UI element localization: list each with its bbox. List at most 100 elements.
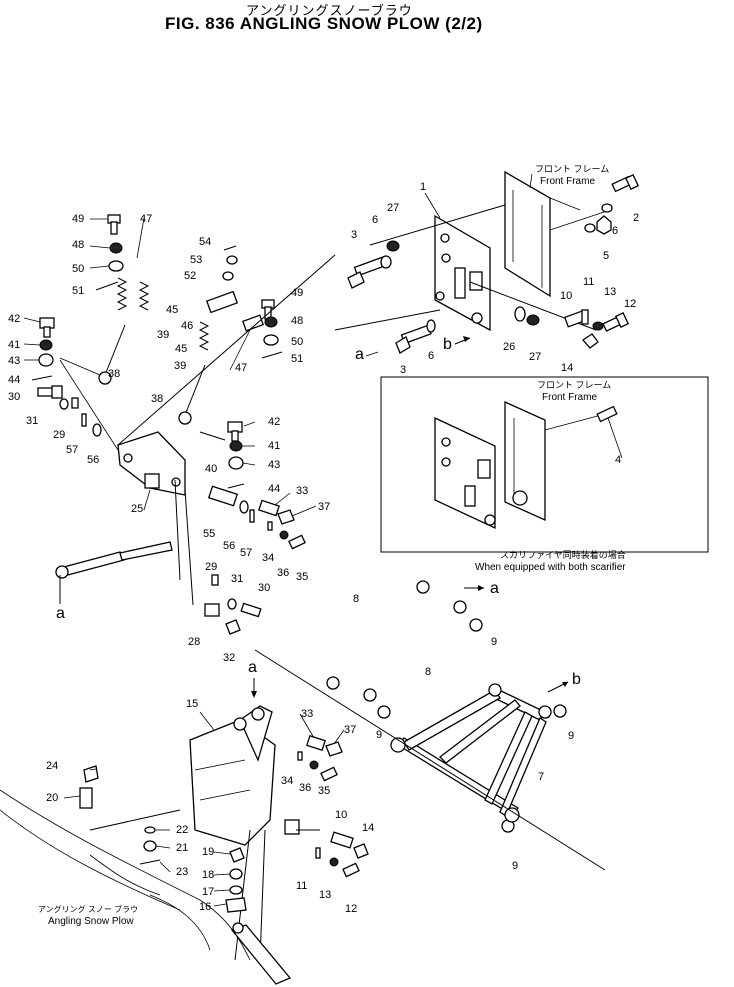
callout-14-top: 14 xyxy=(561,362,573,374)
pin-44-left xyxy=(31,375,53,381)
grease-37-lower xyxy=(325,741,343,757)
callout-51-right: 51 xyxy=(291,353,303,365)
long-rod-47-upper xyxy=(129,266,226,307)
bolt-2 xyxy=(611,174,640,193)
callout-45-upper: 45 xyxy=(166,304,178,316)
callout-3-top: 3 xyxy=(351,229,357,241)
nut-50-left xyxy=(108,260,124,272)
bracket-15 xyxy=(189,705,300,846)
callout-51-left: 51 xyxy=(72,285,84,297)
bolt-3-mid xyxy=(395,324,432,354)
front-frame-jp-label-inset: フロント フレーム xyxy=(537,380,611,390)
callout-35-lower: 35 xyxy=(318,785,330,797)
bolt-35-lower xyxy=(320,766,338,782)
nut-50-right xyxy=(263,334,279,346)
bolt-12-top xyxy=(602,312,630,332)
front-frame-label-inset: Front Frame xyxy=(542,392,597,403)
washer-31-lower xyxy=(227,598,237,610)
washer-31-left xyxy=(59,398,69,410)
callout-33-lower: 33 xyxy=(301,708,313,720)
callout-55: 55 xyxy=(203,528,215,540)
grease-32 xyxy=(225,619,241,635)
callout-1: 1 xyxy=(420,181,426,193)
pin-55 xyxy=(207,485,239,507)
plow-jp-label: アングリング スノー ブラウ xyxy=(38,904,138,914)
rod-38-right xyxy=(178,364,206,425)
callout-10-lower: 10 xyxy=(335,809,347,821)
callout-6-mid: 6 xyxy=(428,350,434,362)
callout-29-lower: 29 xyxy=(205,561,217,573)
callout-27-top: 27 xyxy=(387,202,399,214)
callout-6-right: 6 xyxy=(612,225,618,237)
callout-36-lower: 36 xyxy=(299,782,311,794)
callout-39-upper: 39 xyxy=(157,329,169,341)
callout-44-left: 44 xyxy=(8,374,20,386)
callout-41-left: 41 xyxy=(8,339,20,351)
figure-title: FIG. 836 ANGLING SNOW PLOW (2/2) xyxy=(165,14,483,33)
ref-a-top: a xyxy=(355,346,364,363)
pin-54 xyxy=(223,245,237,251)
washer-36-upper xyxy=(279,530,289,540)
pin-34-upper xyxy=(267,521,273,531)
nut-52 xyxy=(222,271,234,281)
washer-6-mid xyxy=(426,319,436,333)
plate-29-lower xyxy=(211,574,219,586)
callout-34-upper: 34 xyxy=(262,552,274,564)
cylinder-46 xyxy=(205,290,239,314)
callout-16: 16 xyxy=(199,901,211,913)
pin-11-top xyxy=(581,309,589,325)
callout-57-left: 57 xyxy=(66,444,78,456)
callout-43-right: 43 xyxy=(268,459,280,471)
ref-a-rod: a xyxy=(490,580,499,597)
callout-40: 40 xyxy=(205,463,217,475)
washer-27 xyxy=(526,314,540,326)
front-frame-plate xyxy=(504,170,611,298)
callout-35-upper: 35 xyxy=(296,571,308,583)
callout-38-left: 38 xyxy=(108,368,120,380)
callout-numbers: 1 2 3 3 4 5 6 6 6 7 8 8 9 9 9 9 10 10 11… xyxy=(8,181,639,915)
pin-10-lower xyxy=(330,831,354,849)
bolt-12-lower xyxy=(342,862,360,878)
washer-26 xyxy=(514,306,526,322)
nut-21 xyxy=(143,840,157,852)
callout-39-lower: 39 xyxy=(174,360,186,372)
callout-43-left: 43 xyxy=(8,355,20,367)
nut-43-right xyxy=(228,456,244,470)
callout-27-mid: 27 xyxy=(529,351,541,363)
callout-8-left: 8 xyxy=(353,593,359,605)
callout-18: 18 xyxy=(202,869,214,881)
callout-6-top: 6 xyxy=(372,214,378,226)
rod-8-left xyxy=(326,580,430,690)
inset-bolt-4 xyxy=(596,405,618,423)
fitting-19 xyxy=(229,847,245,863)
pin-33-lower xyxy=(306,734,326,752)
fitting-24 xyxy=(83,765,99,783)
bolt-42-right xyxy=(227,421,243,442)
grease-fitting-14-top xyxy=(582,333,599,349)
washer-56 xyxy=(239,500,249,514)
bracket-plate-1 xyxy=(434,214,491,332)
callout-17: 17 xyxy=(202,886,214,898)
washer-48-left xyxy=(109,242,123,254)
bolt-49-left xyxy=(107,214,121,235)
pin-28 xyxy=(204,603,220,617)
callout-49-left: 49 xyxy=(72,213,84,225)
nut-18 xyxy=(229,868,243,880)
pin-33-upper xyxy=(258,499,280,517)
callout-44-right: 44 xyxy=(268,483,280,495)
rod-8-right xyxy=(363,600,467,702)
callout-38-right: 38 xyxy=(151,393,163,405)
callout-56-left: 56 xyxy=(87,454,99,466)
a-frame-7 xyxy=(390,683,552,823)
callout-30-lower: 30 xyxy=(258,582,270,594)
callout-26: 26 xyxy=(503,341,515,353)
nut-5 xyxy=(596,215,612,235)
callout-33-upper: 33 xyxy=(296,485,308,497)
washer-36-lower xyxy=(309,760,319,770)
front-frame-jp-label: フロント フレーム xyxy=(535,164,609,174)
washer-48-right xyxy=(264,316,278,328)
pin-51-left xyxy=(95,281,119,291)
callout-9-c: 9 xyxy=(568,730,574,742)
washer-17 xyxy=(229,885,243,895)
callout-7: 7 xyxy=(538,771,544,783)
